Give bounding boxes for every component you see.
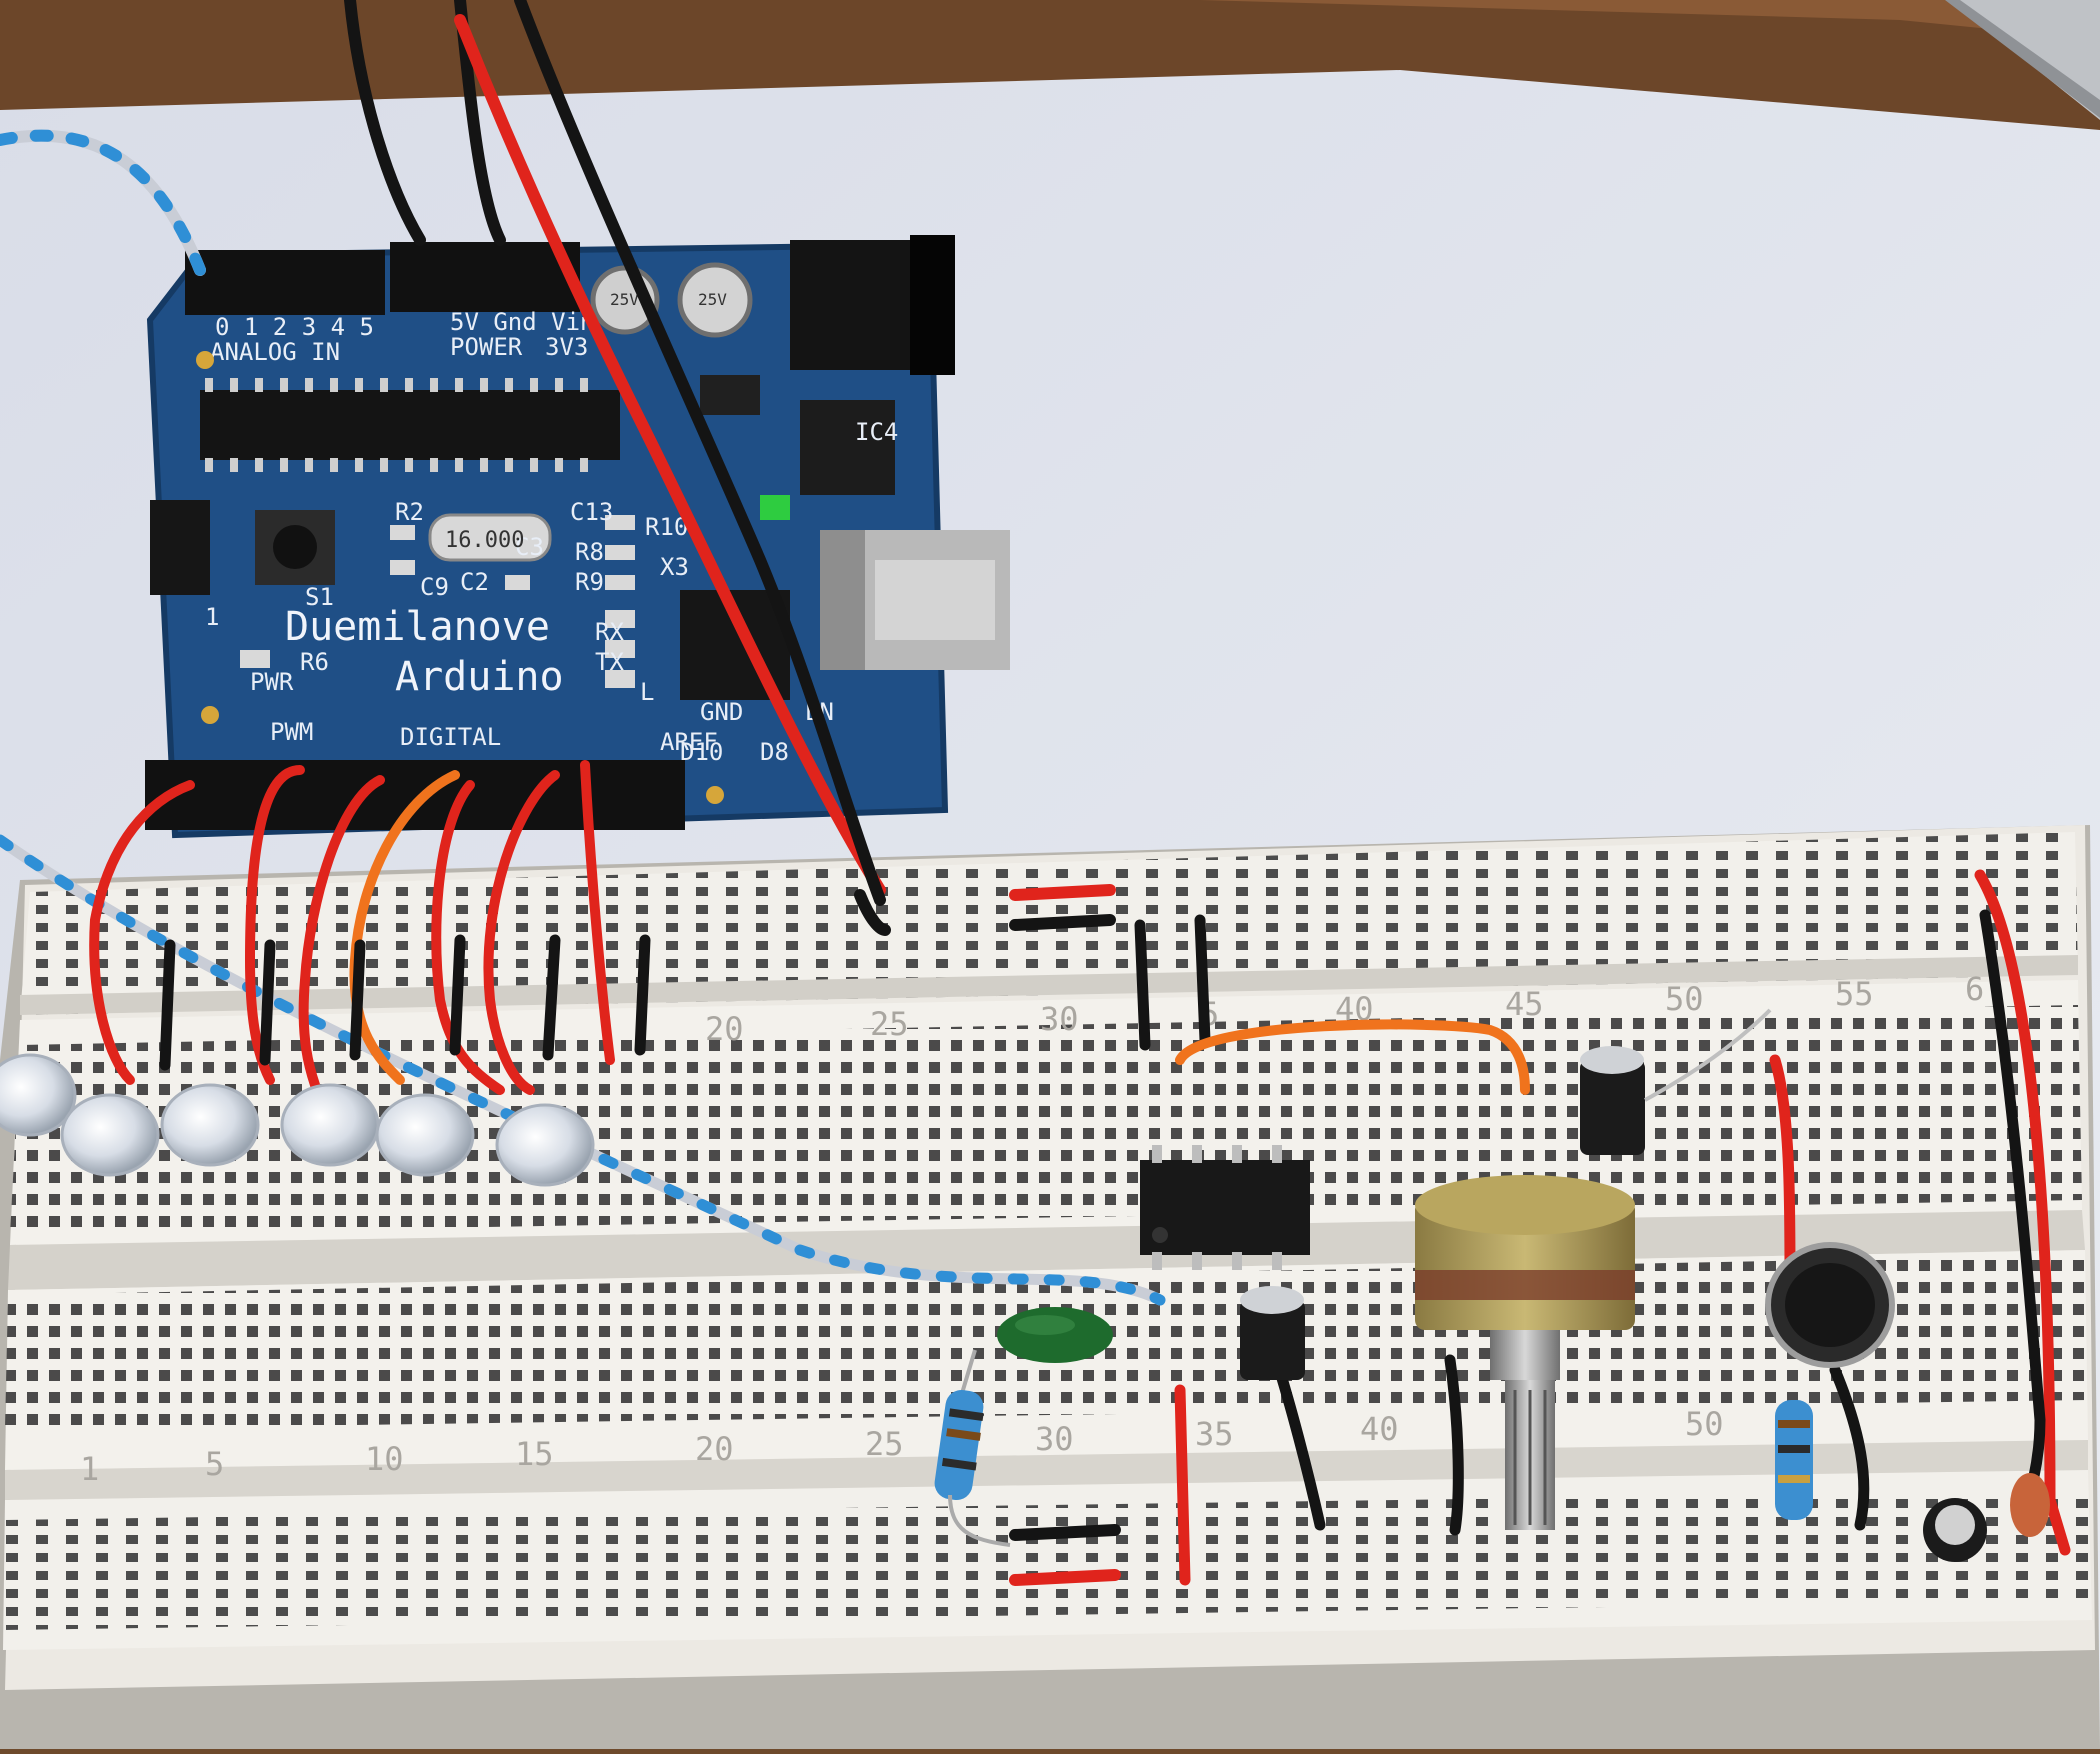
board-label-l: L [640,678,654,706]
jumper-wires [0,0,2071,1586]
board-label-pwm: PWM [270,718,313,746]
board-label-pin1: 1 [205,603,219,631]
bottom-col-number-40: 40 [1360,1410,1399,1448]
bottom-col-number-20: 20 [695,1430,734,1468]
board-label-r2: R2 [395,498,424,526]
board-label-power-pins: 5V Gnd Vin [450,308,595,336]
board-label-r9: R9 [575,568,604,596]
top-col-number-55: 55 [1835,975,1874,1013]
board-brand-arduino: Arduino [395,654,564,700]
ceramic-capacitor [2010,1473,2050,1537]
board-label-rx: RX [595,618,624,646]
bottom-col-number-30: 30 [1035,1420,1074,1458]
power-header [390,242,580,312]
board-label-s1: S1 [305,583,334,611]
bottom-col-number-35: 35 [1195,1415,1234,1453]
board-label-ic4: IC4 [855,418,898,446]
arduino-board: ANALOG IN 0 1 2 3 4 5 POWER 5V Gnd Vin 3… [145,235,1010,839]
analog-header [185,250,385,315]
board-label-d10: D10 [680,738,723,766]
digital-header [145,760,685,830]
bottom-col-number-50: 50 [1685,1405,1724,1443]
board-label-tx: TX [595,648,624,676]
board-label-r8: R8 [575,538,604,566]
small-capacitor [1923,1498,1987,1562]
board-label-pins: 0 1 2 3 4 5 [215,313,374,341]
board-label-analog: ANALOG IN [210,338,340,366]
board-name-duemilanove: Duemilanove [285,604,550,650]
board-label-digital: DIGITAL [400,723,501,751]
top-col-number-25: 25 [870,1005,909,1043]
board-label-x3: X3 [660,553,689,581]
top-col-number-45: 45 [1505,985,1544,1023]
electret-microphone [1765,1242,1895,1368]
board-label-gnd: GND [700,698,743,726]
top-col-number-60: 6 [1965,970,1984,1008]
ic-8pin [1140,1145,1310,1270]
board-label-c3: C3 [515,533,544,561]
bottom-col-number-15: 15 [515,1435,554,1473]
board-label-c9: C9 [420,573,449,601]
top-col-number-50: 50 [1665,980,1704,1018]
top-col-number-20: 20 [705,1010,744,1048]
capacitor-label-1: 25V [610,290,639,309]
board-label-3v3: 3V3 [545,333,588,361]
board-label-pwr: PWR [250,668,294,696]
board-label-power: POWER [450,333,523,361]
power-led [760,495,790,520]
crystal-label: 16.000 [445,528,524,553]
resistor-1 [934,1349,1011,1547]
board-label-r10: R10 [645,513,688,541]
atmega-chip [200,390,620,460]
electrolytic-capacitor [1580,1008,1772,1155]
bottom-col-number-10: 10 [365,1440,404,1478]
board-label-d8: D8 [760,738,789,766]
board-label-c2: C2 [460,568,489,596]
board-capacitor-2 [677,262,753,338]
voltage-regulator [800,400,895,495]
electrolytic-capacitor-2 [1240,1286,1305,1380]
film-capacitor [997,1307,1113,1363]
led-array [0,1053,595,1187]
bottom-col-number-5: 5 [205,1445,224,1483]
board-label-r6: R6 [300,648,329,676]
bottom-col-number-25: 25 [865,1425,904,1463]
top-col-number-30: 30 [1040,1000,1079,1038]
icsp-header [150,500,210,595]
potentiometer [1415,1175,1635,1530]
capacitor-label-2: 25V [698,290,727,309]
crystal [428,513,552,562]
bottom-col-number-1: 1 [80,1450,99,1488]
board-label-c13: C13 [570,498,613,526]
board-label-aref: AREF [660,728,718,756]
resistor-2 [1775,1400,1813,1520]
